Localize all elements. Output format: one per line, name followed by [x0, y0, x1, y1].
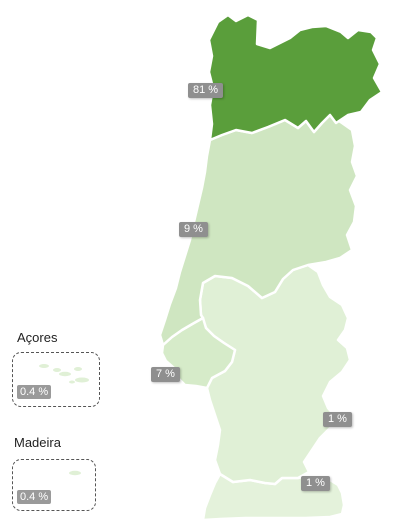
- madeira-share-label: 0.4 %: [17, 490, 52, 504]
- region-norte[interactable]: [207, 13, 384, 142]
- region-label-alentejo: 1 %: [323, 412, 352, 427]
- azores-title: Açores: [17, 330, 58, 345]
- madeira-title: Madeira: [14, 435, 61, 450]
- region-alentejo[interactable]: [198, 263, 352, 486]
- region-label-lisboa: 7 %: [151, 367, 180, 382]
- azores-island: [59, 371, 71, 377]
- madeira-islands: [69, 470, 81, 476]
- region-label-algarve: 1 %: [301, 476, 330, 491]
- azores-island: [74, 367, 82, 371]
- region-label-norte: 81 %: [188, 83, 224, 98]
- azores-inset-box: [12, 352, 100, 407]
- azores-island: [75, 377, 89, 383]
- madeira-inset-box: [12, 459, 96, 511]
- azores-islands: [39, 364, 89, 384]
- azores-share-label: 0.4 %: [17, 385, 52, 399]
- azores-island: [53, 368, 61, 372]
- azores-island: [39, 364, 49, 368]
- azores-island: [69, 380, 75, 384]
- madeira-island: [69, 470, 81, 476]
- region-label-centro: 9 %: [179, 222, 208, 237]
